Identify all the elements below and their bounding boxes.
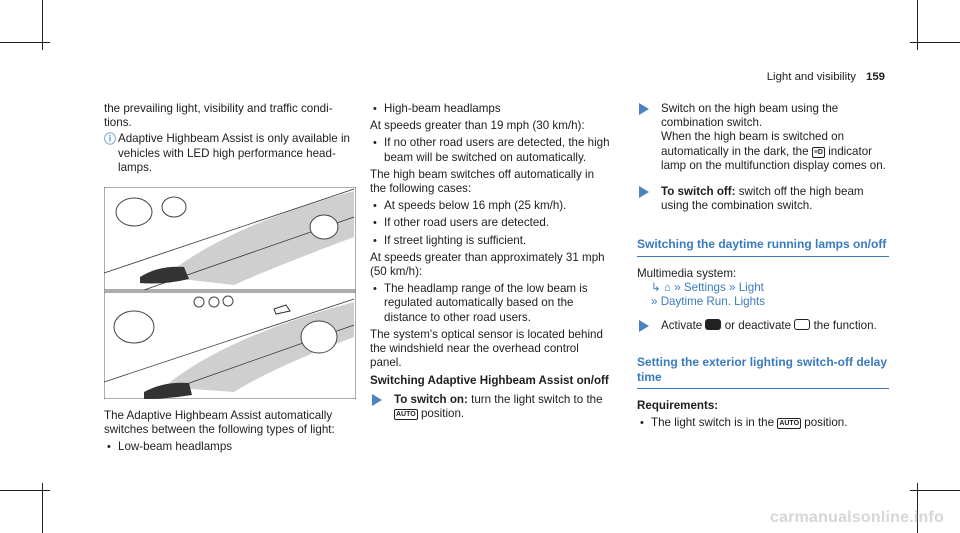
step-activate: Activate or deactivate the function. — [637, 319, 889, 333]
bullet-headlamp-range: The headlamp range of the low beam is re… — [370, 282, 612, 325]
figure-caption-text: The Adaptive Highbeam Assist automatical… — [104, 409, 335, 437]
watermark: carmanualsonline.info — [769, 508, 944, 526]
intro-text: the prevailing light, visibility and tra… — [104, 102, 333, 130]
action-arrow-icon — [639, 320, 649, 333]
deactivate-text: or deactivate — [724, 319, 792, 333]
step-switch-on: To switch on: turn the light switch to t… — [370, 393, 612, 421]
bullet-street-lighting: If street lighting is sufficient. — [370, 234, 612, 248]
section-title: Light and visibility — [766, 71, 856, 83]
road-scene-svg — [103, 186, 357, 400]
switch-off-label: To switch off: — [661, 185, 736, 199]
switch-off-text: switch off the high beam using the combi… — [661, 185, 864, 213]
sensor-text: The system's optical sensor is located b… — [370, 327, 603, 370]
step1b-text-2: indicator lamp on the multifunction disp… — [661, 144, 886, 172]
column-2: High-beam headlamps At speeds greater th… — [370, 102, 612, 421]
action-arrow-icon — [639, 103, 649, 115]
section-heading-daytime: Switching the daytime running lamps on/o… — [637, 237, 889, 257]
crop-mark — [917, 0, 918, 50]
high-beam-indicator-icon: ≡D — [811, 146, 825, 158]
info-icon: ⓘ — [104, 132, 117, 147]
bullet-below-16: At speeds below 16 mph (25 km/h). — [370, 199, 612, 213]
step-switch-off: To switch off: switch off the high beam … — [637, 185, 889, 213]
toggle-on-icon — [705, 319, 722, 331]
speed-19-text: At speeds greater than 19 mph (30 km/h): — [370, 119, 585, 133]
req-text: The light switch is in the — [651, 416, 775, 430]
subheading: Switching Adaptive Highbeam Assist on/of… — [370, 374, 609, 388]
multimedia-label: Multimedia system: — [637, 266, 737, 280]
req-text-end: position. — [804, 416, 848, 430]
crop-mark — [42, 0, 43, 50]
activate-text: Activate — [661, 319, 703, 333]
action-arrow-icon — [372, 393, 382, 406]
action-arrow-icon — [639, 186, 649, 199]
auto-icon: AUTO — [394, 408, 418, 420]
menu-path: ↳ ⌂ » Settings » Light — [651, 281, 889, 295]
enter-arrow-icon: ↳ — [651, 280, 661, 294]
crop-mark — [0, 42, 50, 43]
home-icon: ⌂ — [663, 280, 671, 294]
switch-on-text: turn the light switch to the — [471, 392, 603, 406]
crop-mark — [42, 483, 43, 533]
menu-settings: Settings — [683, 280, 726, 294]
chevron-icon: » — [729, 280, 736, 294]
off-auto-text: The high beam switches off automatically… — [370, 167, 595, 196]
switch-on-label: To switch on: — [394, 392, 468, 406]
page-number: 159 — [865, 71, 885, 83]
menu-path-2: » Daytime Run. Lights — [651, 295, 889, 309]
func-text: the function. — [813, 319, 877, 333]
crop-mark — [917, 483, 918, 533]
column-1: the prevailing light, visibility and tra… — [103, 102, 357, 455]
headlamp-illustration — [103, 186, 357, 400]
greater-31-text: At speeds greater than approximately 31 … — [370, 250, 605, 279]
bullet-light-switch: The light switch is in the AUTO position… — [637, 416, 889, 430]
step1b-text-1: When the high beam is switched on automa… — [661, 130, 845, 158]
section-heading-delay: Setting the exterior lighting switch-off… — [637, 355, 889, 389]
menu-daytime-run-lights: Daytime Run. Lights — [660, 295, 766, 309]
page-header: Light and visibility 159 — [767, 70, 885, 84]
toggle-off-icon — [794, 319, 811, 331]
bullet-no-other: If no other road users are detected, the… — [370, 136, 612, 164]
step1-text: Switch on the high beam using the combin… — [661, 102, 839, 130]
note-text: Adaptive Highbeam Assist is only availab… — [118, 132, 350, 174]
step-switch-high-beam: Switch on the high beam using the combin… — [637, 102, 889, 173]
crop-mark — [910, 42, 960, 43]
bullet-other-users: If other road users are detected. — [370, 216, 612, 230]
crop-mark — [0, 490, 50, 491]
crop-mark — [910, 490, 960, 491]
menu-light: Light — [738, 280, 764, 294]
bullet-low-beam: Low-beam headlamps — [104, 440, 356, 454]
requirements-label: Requirements: — [637, 398, 719, 412]
bullet-high-beam: High-beam headlamps — [370, 102, 612, 116]
chevron-icon: » — [674, 280, 681, 294]
auto-icon: AUTO — [777, 418, 802, 430]
position-text: position. — [420, 406, 465, 420]
note: ⓘ Adaptive Highbeam Assist is only avail… — [104, 132, 356, 175]
column-3: Switch on the high beam using the combin… — [637, 102, 889, 430]
chevron-icon: » — [651, 295, 658, 309]
